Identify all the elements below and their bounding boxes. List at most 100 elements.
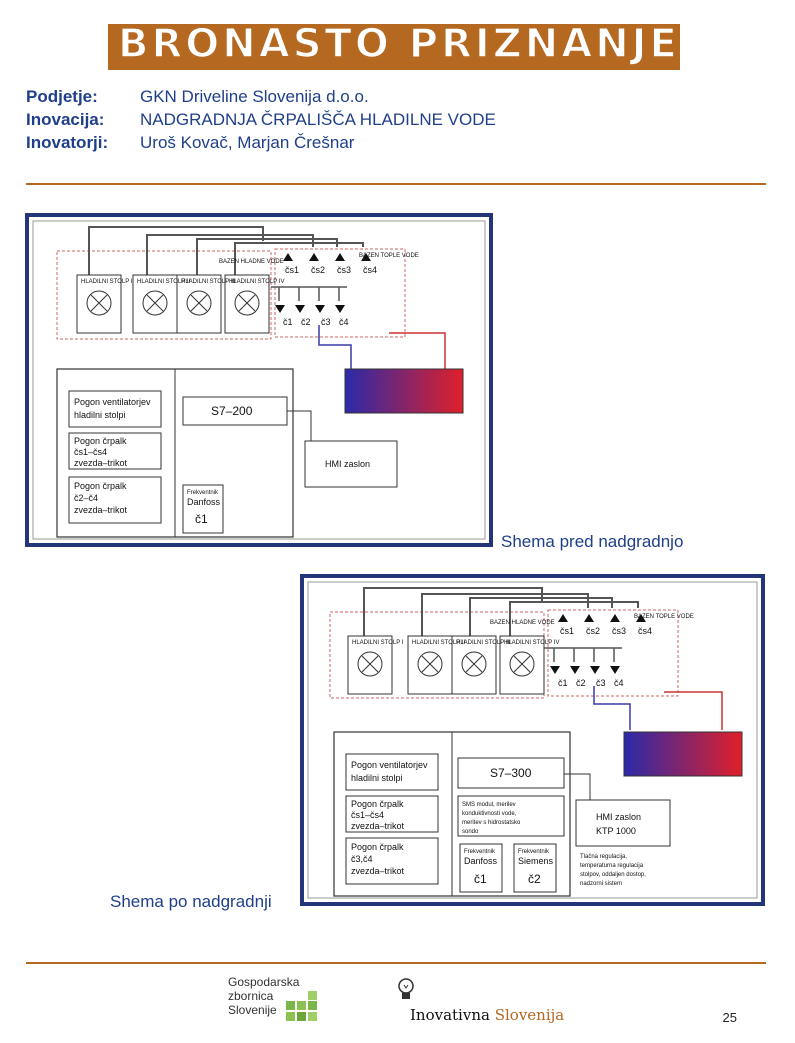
vfd-pump: č1: [195, 512, 208, 526]
vfd-brand: Danfoss: [464, 856, 498, 866]
drive-pumps-label: Pogon črpalk: [351, 799, 404, 809]
tower-label: HLADILNI STOLP III: [456, 640, 511, 646]
chamber-line: Slovenije: [228, 1003, 277, 1017]
sms-label: konduktivnosti vode,: [462, 811, 517, 817]
cooling-towers: HLADILNI STOLP I HLADILNI STOLP II HLADI…: [76, 274, 284, 334]
hmi-label: KTP 1000: [596, 826, 636, 836]
tower-label: HLADILNI STOLP II: [412, 640, 465, 646]
chamber-line: Gospodarska: [228, 975, 300, 989]
features-label: stolpov, oddaljen dostop,: [580, 872, 646, 878]
pumps-bottom: č1 č2 č3 č4: [544, 647, 624, 688]
info-label: Inovatorji:: [26, 133, 109, 152]
pump-label: čs1: [560, 626, 574, 636]
lightbulb-icon: [398, 978, 414, 999]
drive-pumps-label: Pogon črpalk: [74, 481, 127, 491]
vfd-type: Frekventnik: [464, 849, 496, 855]
basin-cold-label: BAZEN HLADNE VODE: [219, 259, 284, 265]
tower-label: HLADILNI STOLP IV: [229, 279, 284, 285]
chamber-grid-icon: [286, 991, 317, 1021]
pump-label: č1: [283, 317, 293, 327]
plc-label: S7–200: [211, 404, 253, 418]
drive-pumps-label: zvezda–trikot: [74, 505, 128, 515]
pump-label: č2: [576, 678, 586, 688]
tower-label: HLADILNI STOLP I: [81, 279, 133, 285]
pump-label: č2: [301, 317, 311, 327]
slovenija-word: Slovenija: [494, 1006, 565, 1024]
drive-pumps-label: zvezda–trikot: [351, 821, 405, 831]
drive-pumps-label: zvezda–trikot: [74, 458, 128, 468]
hmi-label: HMI zaslon: [596, 812, 641, 822]
chamber-logo: Gospodarska zbornica Slovenije: [228, 975, 328, 1025]
drive-fans-label: Pogon ventilatorjev: [351, 760, 428, 770]
pump-label: čs2: [311, 265, 325, 275]
diagram-before-frame: HLADILNI STOLP I HLADILNI STOLP II HLADI…: [25, 213, 493, 547]
pump-label: čs3: [612, 626, 626, 636]
pump-label: čs2: [586, 626, 600, 636]
pump-label: čs3: [337, 265, 351, 275]
plc-label: S7–300: [490, 766, 532, 780]
title-banner: [108, 24, 680, 70]
caption-after: Shema po nadgradnji: [110, 892, 272, 911]
sms-label: sondo: [462, 829, 479, 835]
page-number: 25: [722, 1010, 737, 1025]
diagram-after-frame: HLADILNI STOLP I HLADILNI STOLP II HLADI…: [300, 574, 765, 906]
info-value: Uroš Kovač, Marjan Črešnar: [140, 133, 355, 152]
pumps-top: čs1 čs2 čs3 čs4: [558, 614, 652, 636]
vfd-type: Frekventnik: [187, 490, 219, 496]
pump-label: č4: [339, 317, 349, 327]
basin-warm-label: BAZEN TOPLE VODE: [359, 253, 419, 259]
chamber-line: zbornica: [228, 989, 274, 1003]
basin-warm-label: BAZEN TOPLE VODE: [634, 614, 694, 620]
cooling-towers: HLADILNI STOLP I HLADILNI STOLP II HLADI…: [347, 635, 559, 695]
pump-label: čs4: [363, 265, 377, 275]
diagram-after: HLADILNI STOLP I HLADILNI STOLP II HLADI…: [307, 581, 758, 899]
features-label: Tlačna regulacija,: [580, 854, 627, 860]
inov-word: Inovativna: [410, 1006, 490, 1024]
drive-fans-label: Pogon ventilatorjev: [74, 397, 151, 407]
divider-bottom: [26, 962, 766, 964]
pump-label: č1: [558, 678, 568, 688]
caption-before: Shema pred nadgradnjo: [501, 532, 684, 551]
page-title: BRONASTO PRIZNANJE: [117, 20, 680, 68]
divider-top: [26, 183, 766, 185]
features-label: nadzorni sistem: [580, 881, 622, 887]
drive-fans-label: hladilni stolpi: [351, 773, 403, 783]
tower-label: HLADILNI STOLP III: [181, 279, 236, 285]
info-label: Inovacija:: [26, 110, 105, 129]
pump-label: č3: [321, 317, 331, 327]
info-label: Podjetje:: [26, 87, 98, 106]
vfd-brand: Siemens: [518, 856, 554, 866]
drive-fans-label: hladilni stolpi: [74, 410, 126, 420]
info-value: NADGRADNJA ČRPALIŠČA HLADILNE VODE: [140, 110, 496, 129]
drive-pumps-label: zvezda–trikot: [351, 866, 405, 876]
vfd-brand: Danfoss: [187, 497, 221, 507]
vfd-pump: č2: [528, 872, 541, 886]
tower-label: HLADILNI STOLP II: [137, 279, 190, 285]
pumps-top: čs1 čs2 čs3 čs4: [283, 253, 377, 275]
hmi-label: HMI zaslon: [325, 459, 370, 469]
vfd-pump: č1: [474, 872, 487, 886]
pumps-bottom: č1 č2 č3 č4: [271, 286, 349, 327]
drive-pumps-label: č3,č4: [351, 854, 373, 864]
tower-label: HLADILNI STOLP I: [352, 640, 404, 646]
pump-label: čs1: [285, 265, 299, 275]
sms-label: SMS modul, merilev: [462, 802, 516, 808]
features-label: temperaturna regulacija: [580, 863, 644, 869]
heat-exchanger: [344, 368, 464, 414]
drive-pumps-label: Pogon črpalk: [351, 842, 404, 852]
inovativna-slovenija-logo: Inovativna Slovenija: [410, 1006, 564, 1024]
drive-pumps-label: č2–č4: [74, 493, 98, 503]
pump-label: čs4: [638, 626, 652, 636]
tower-label: HLADILNI STOLP IV: [504, 640, 559, 646]
drive-pumps-label: čs1–čs4: [74, 447, 107, 457]
sms-label: meritev s hidrostatsko: [462, 820, 521, 826]
pump-label: č3: [596, 678, 606, 688]
info-value: GKN Driveline Slovenija d.o.o.: [140, 87, 369, 106]
heat-exchanger: [623, 731, 743, 777]
drive-pumps-label: čs1–čs4: [351, 810, 384, 820]
pump-label: č4: [614, 678, 624, 688]
basin-cold-label: BAZEN HLADNE VODE: [490, 620, 555, 626]
drive-pumps-label: Pogon črpalk: [74, 436, 127, 446]
vfd-type: Frekventnik: [518, 849, 550, 855]
diagram-before: HLADILNI STOLP I HLADILNI STOLP II HLADI…: [32, 220, 486, 540]
